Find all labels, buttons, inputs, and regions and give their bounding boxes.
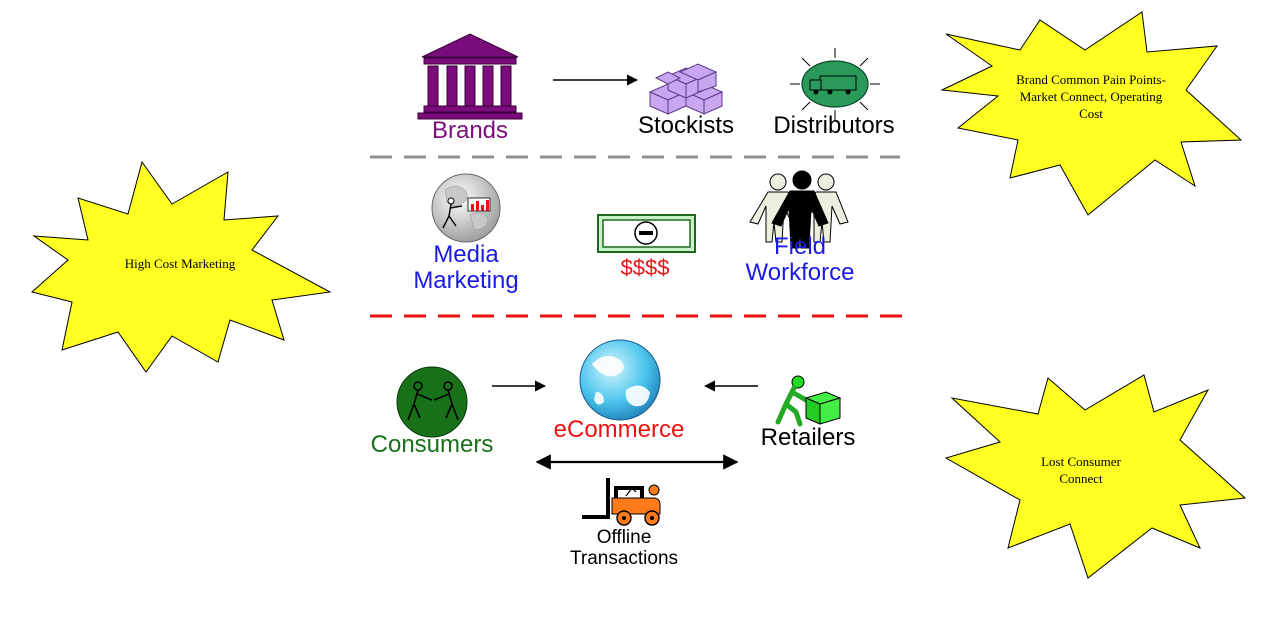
cost-label: $$$$	[620, 255, 670, 280]
field-workforce-label: Field Workforce	[728, 233, 872, 287]
bank-icon	[417, 33, 523, 120]
offline-transactions-label: Offline Transactions	[548, 527, 700, 570]
ecommerce-label: eCommerce	[553, 416, 685, 443]
handshake-icon	[396, 366, 468, 438]
field-workforce-line1: Field	[773, 233, 827, 260]
offline-transactions-line1: Offline	[596, 527, 652, 548]
callout-lost-consumer-connect: Lost Consumer Connect	[1041, 454, 1121, 486]
burst-left	[30, 160, 332, 373]
brands-label: Brands	[431, 117, 509, 144]
globe-chart-icon	[431, 173, 501, 243]
worker-box-icon	[775, 375, 842, 427]
media-marketing-label: Media Marketing	[396, 241, 536, 295]
boxes-icon	[648, 63, 724, 115]
burst-top-right	[940, 11, 1243, 216]
truck-icon	[790, 48, 880, 120]
money-icon	[597, 214, 696, 253]
media-marketing-line2: Marketing	[413, 267, 519, 295]
people-icon	[749, 170, 849, 249]
consumers-label: Consumers	[370, 431, 494, 458]
burst-bottom-right	[944, 374, 1247, 579]
field-workforce-line2: Workforce	[745, 259, 855, 287]
callout-high-cost-marketing: High Cost Marketing	[124, 256, 236, 271]
callout-brand-pain-points: Brand Common Pain Points- Market Connect…	[1016, 72, 1166, 121]
stockists-label: Stockists	[637, 112, 735, 139]
retailers-label: Retailers	[760, 424, 856, 451]
globe-icon	[579, 339, 661, 421]
media-marketing-line1: Media	[433, 241, 499, 268]
forklift-icon	[582, 478, 661, 526]
offline-transactions-line2: Transactions	[569, 547, 679, 569]
distributors-label: Distributors	[773, 112, 895, 139]
